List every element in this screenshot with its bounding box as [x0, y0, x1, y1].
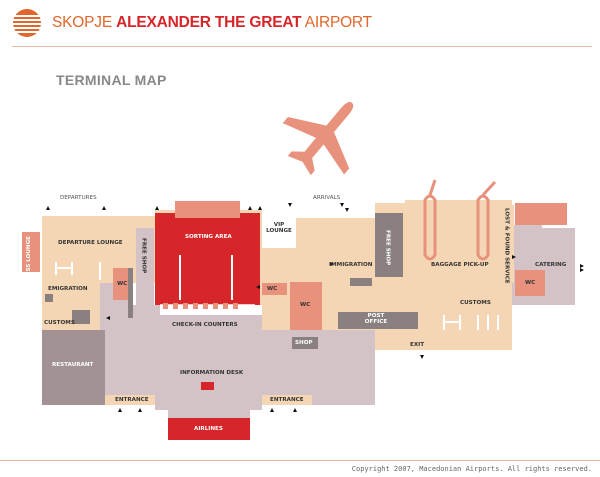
airlines-label: AIRLINES: [194, 426, 223, 432]
free-shop-arrivals-room[interactable]: [375, 213, 403, 277]
wc-catering[interactable]: [515, 270, 545, 296]
entrance-right-label: ENTRANCE: [270, 397, 304, 403]
duty-free-shop-room[interactable]: [136, 228, 154, 305]
customs-arrivals-label: CUSTOMS: [460, 300, 491, 306]
vip-lounge-room[interactable]: [262, 218, 296, 248]
post-office-room[interactable]: [338, 312, 418, 329]
airplane-icon: [282, 102, 354, 176]
duty-free-shop-label: FREE SHOP: [140, 238, 147, 274]
baggage-pickup-label: BAGGAGE PICK-UP: [431, 262, 489, 268]
airlines-office[interactable]: [168, 418, 250, 440]
entrance-right[interactable]: [262, 395, 312, 405]
wc-arrivals[interactable]: [290, 282, 322, 330]
shop-room[interactable]: [292, 337, 318, 349]
brand-suffix: AIRPORT: [301, 14, 372, 31]
information-desk-label: INFORMATION DESK: [180, 370, 244, 376]
direction-arrows: [46, 203, 584, 412]
site-header: SKOPJE ALEXANDER THE GREAT AIRPORT: [0, 0, 600, 48]
restaurant-room[interactable]: [42, 330, 105, 405]
sorting-area-room[interactable]: [155, 213, 260, 305]
wc-arrivals-small[interactable]: [262, 283, 287, 295]
sorting-area-label: SORTING AREA: [185, 234, 232, 240]
brand-main: ALEXANDER THE GREAT: [116, 14, 302, 31]
check-in-counters-label: CHECK-IN COUNTERS: [172, 322, 238, 328]
post-office-label: POST OFFICE: [364, 313, 388, 326]
public-hall: [42, 283, 375, 418]
lost-found-label: LOST & FOUND SERVICE: [503, 208, 510, 284]
arrivals-label: ARRIVALS: [313, 195, 341, 201]
immigration-label: IMMIGRATION: [329, 262, 373, 268]
departures-label: DEPARTURES: [60, 195, 97, 201]
wc-arrivals-small-label: WC: [267, 286, 278, 292]
lost-found-room[interactable]: [500, 205, 514, 283]
footer-divider: [0, 460, 600, 461]
page-title: TERMINAL MAP: [56, 72, 167, 88]
catering-label: CATERING: [535, 262, 567, 268]
entrance-left-label: ENTRANCE: [115, 397, 149, 403]
catering-top: [515, 203, 567, 225]
business-lounge-room[interactable]: [22, 232, 40, 272]
wc-catering-label: WC: [525, 280, 536, 286]
wc-arrivals-label: WC: [300, 302, 311, 308]
emigration-label: EMIGRATION: [48, 286, 88, 292]
vip-lounge-label: VIP LOUNGE: [266, 222, 292, 235]
airport-logo-icon: [13, 9, 41, 37]
restaurant-label: RESTAURANT: [52, 362, 94, 368]
sorting-area-top: [175, 201, 240, 218]
business-lounge-label: BUSINESS LOUNGE: [26, 236, 32, 295]
copyright-text: Copyright 2007, Macedonian Airports. All…: [351, 465, 592, 473]
wc-departures-label: WC: [117, 281, 128, 287]
customs-departures-label: CUSTOMS: [44, 320, 75, 326]
exit-label: EXIT: [410, 342, 425, 348]
brand-prefix: SKOPJE: [52, 14, 117, 31]
shop-label: SHOP: [295, 340, 313, 346]
free-shop-arrivals-label: FREE SHOP: [384, 230, 391, 266]
departure-lounge-label: DEPARTURE LOUNGE: [58, 240, 123, 246]
information-desk-counter[interactable]: [201, 382, 214, 390]
brand-title[interactable]: SKOPJE ALEXANDER THE GREAT AIRPORT: [52, 14, 372, 32]
check-in-desks: [163, 303, 238, 309]
header-divider: [12, 46, 592, 47]
entrance-left[interactable]: [105, 395, 155, 405]
